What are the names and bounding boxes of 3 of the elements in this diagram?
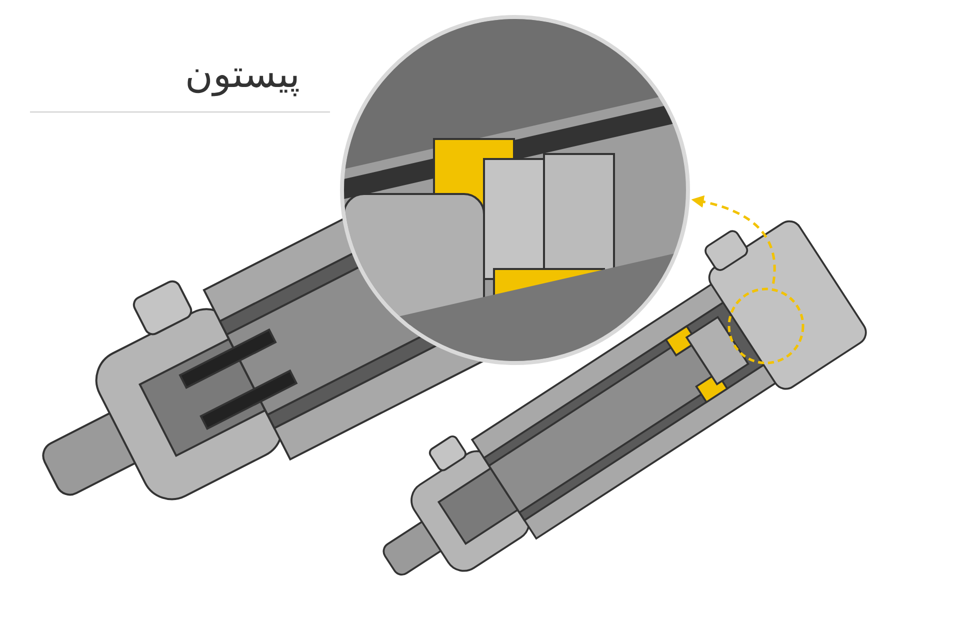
title: پیستون [185,52,300,96]
arrow [691,196,776,284]
highlight-circle [727,287,805,365]
